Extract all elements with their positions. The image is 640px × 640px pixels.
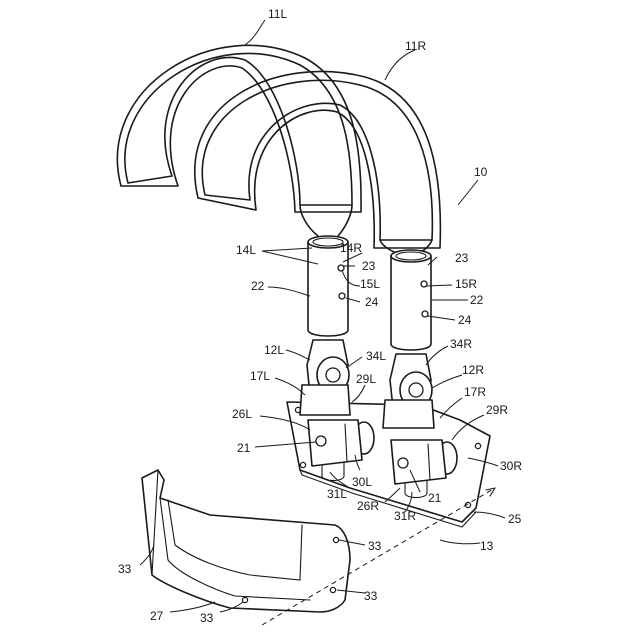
label-30R: 30R [500, 459, 522, 473]
label-27: 27 [150, 609, 164, 623]
label-33-upper-right: 33 [368, 539, 382, 553]
label-26L: 26L [232, 407, 252, 421]
strap-11R [195, 72, 441, 248]
label-31L: 31L [327, 487, 347, 501]
strap-11L [117, 45, 361, 212]
label-33-left: 33 [118, 562, 132, 576]
label-24-right: 24 [458, 313, 472, 327]
label-22-left: 22 [251, 279, 265, 293]
label-31R: 31R [394, 509, 416, 523]
label-12L: 12L [264, 343, 284, 357]
label-21-left: 21 [237, 441, 251, 455]
label-12R: 12R [462, 363, 484, 377]
label-30L: 30L [352, 475, 372, 489]
label-29R: 29R [486, 403, 508, 417]
label-13: 13 [480, 539, 494, 553]
label-26R: 26R [357, 499, 379, 513]
label-23-left: 23 [362, 259, 376, 273]
label-17R: 17R [464, 385, 486, 399]
label-21-right: 21 [428, 491, 442, 505]
label-24-left: 24 [365, 295, 379, 309]
label-34L: 34L [366, 349, 386, 363]
label-25: 25 [508, 512, 522, 526]
label-15L: 15L [360, 277, 380, 291]
label-34R: 34R [450, 337, 472, 351]
label-15R: 15R [455, 277, 477, 291]
label-33-lower-right: 33 [364, 589, 378, 603]
label-11L: 11L [268, 7, 287, 21]
label-23-right: 23 [455, 251, 469, 265]
tube-right [391, 250, 431, 350]
label-17L: 17L [250, 369, 270, 383]
label-14L: 14L [236, 243, 256, 257]
label-22-right: 22 [470, 293, 484, 307]
label-14R: 14R [340, 241, 362, 255]
label-29L: 29L [356, 372, 376, 386]
label-11R: 11R [405, 39, 426, 53]
label-33-bottom: 33 [200, 611, 214, 625]
label-10: 10 [474, 165, 488, 179]
guard-27 [142, 470, 350, 612]
